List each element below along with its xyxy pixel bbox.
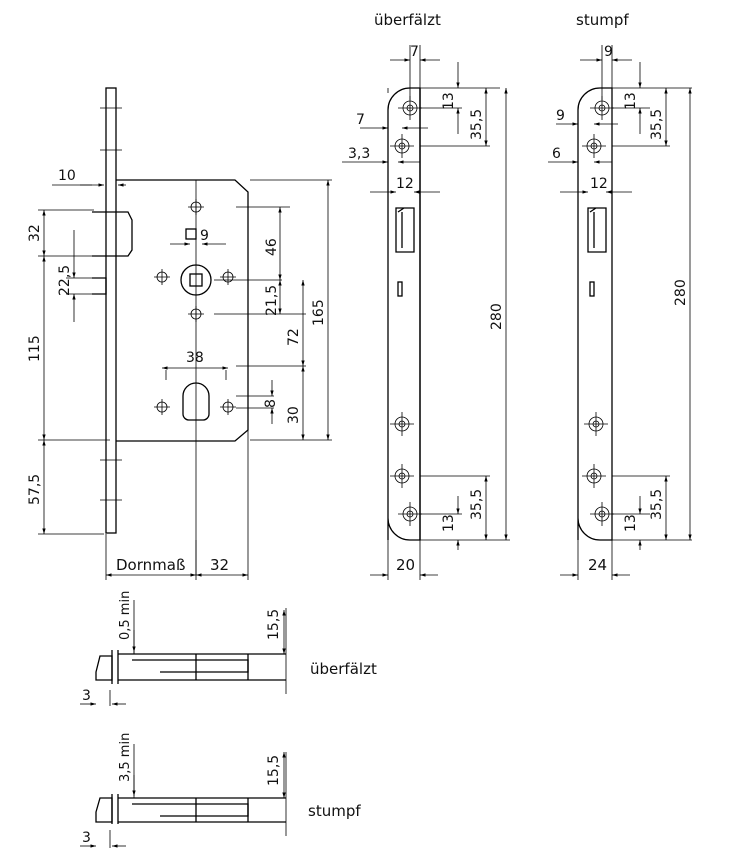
lock-case (116, 179, 249, 442)
rebated-dim-13-bottom: 13 (441, 514, 457, 532)
dim-38: 38 (186, 350, 204, 366)
dim-57-5: 57,5 (27, 474, 43, 505)
flush-latch-slot (587, 207, 607, 253)
rebated-latch-slot (395, 207, 415, 253)
section-flush: 3,5 min 15,5 stumpf 3 (80, 733, 361, 848)
dim-9-spindle: 9 (200, 228, 209, 244)
rebated-dim-7-left: 7 (356, 112, 365, 128)
rebated-holes (390, 96, 422, 526)
section-flush-3: 3 (82, 830, 91, 846)
rebated-dim-280: 280 (489, 303, 505, 330)
rebated-faceplate-view: überfälzt 7 13 35,5 280 7 3,3 (342, 11, 510, 580)
dim-72: 72 (286, 328, 302, 346)
section-rebated-3: 3 (82, 688, 91, 704)
rebated-title: überfälzt (374, 11, 441, 29)
section-rebated-label: überfälzt (310, 660, 377, 678)
flush-dim-35-5-bottom: 35,5 (649, 489, 665, 520)
latch-bolt (92, 211, 133, 257)
flush-title: stumpf (576, 11, 629, 29)
flush-dim-6: 6 (552, 146, 561, 162)
faceplate (105, 87, 117, 534)
flush-dim-9-left: 9 (556, 108, 565, 124)
rebated-dim-35-5-top: 35,5 (469, 109, 485, 140)
section-rebated-0-5-min: 0,5 min (118, 591, 133, 640)
dim-10: 10 (58, 168, 76, 184)
flush-dim-9-top: 9 (604, 44, 613, 60)
rebated-dim-20: 20 (396, 556, 415, 574)
flush-dim-13-top: 13 (623, 92, 639, 110)
section-flush-label: stumpf (308, 802, 361, 820)
dim-22-5: 22,5 (57, 265, 73, 296)
flush-dim-280: 280 (673, 279, 689, 306)
rebated-dim-3-3: 3,3 (348, 146, 370, 162)
rebated-plate-outline (387, 87, 421, 541)
flush-plate-outline (577, 87, 613, 541)
dim-32-latch: 32 (27, 224, 43, 242)
rebated-dim-12: 12 (396, 176, 414, 192)
section-flush-3-5-min: 3,5 min (118, 733, 133, 782)
cylinder-hole (182, 382, 210, 421)
flush-dim-35-5-top: 35,5 (649, 109, 665, 140)
dead-bolt (92, 277, 107, 295)
flush-dim-24: 24 (588, 556, 607, 574)
front-view: 10 32 22,5 115 57,5 9 46 21,5 72 165 8 3… (27, 87, 332, 580)
spindle-square (189, 273, 203, 287)
backset-label: Dornmaß (116, 556, 185, 574)
dim-115: 115 (27, 335, 43, 362)
dim-8: 8 (263, 399, 279, 408)
dim-165: 165 (311, 299, 327, 326)
flush-dim-13-bottom: 13 (623, 514, 639, 532)
dim-46: 46 (264, 238, 280, 256)
rebated-dim-35-5-bottom: 35,5 (469, 489, 485, 520)
dim-21-5: 21,5 (264, 285, 280, 316)
flush-dim-12: 12 (590, 176, 608, 192)
section-flush-15-5: 15,5 (266, 755, 282, 786)
flush-faceplate-view: stumpf 9 13 35,5 280 9 6 12 (548, 11, 692, 580)
rebated-dim-7-top: 7 (410, 44, 419, 60)
flush-holes (582, 96, 614, 526)
dim-32-bottom: 32 (210, 556, 229, 574)
section-rebated-15-5: 15,5 (266, 609, 282, 640)
rebated-dim-13-top: 13 (441, 92, 457, 110)
follower (180, 264, 212, 296)
section-rebated: 0,5 min 15,5 überfälzt 3 (80, 591, 377, 706)
dim-30: 30 (286, 406, 302, 424)
